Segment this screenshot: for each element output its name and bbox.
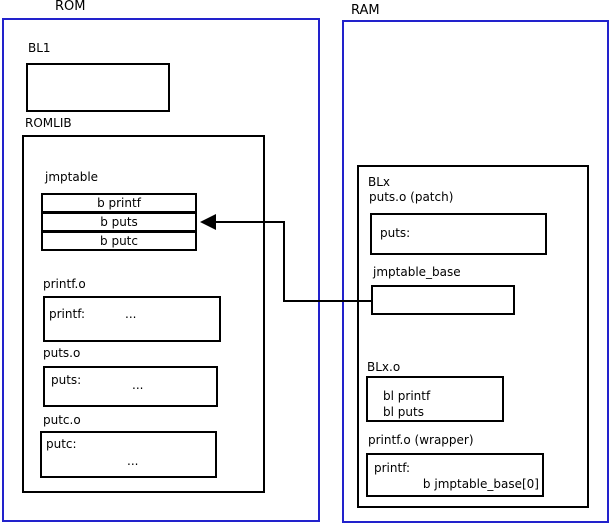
puts-o-ellipsis: ... bbox=[132, 378, 144, 392]
puts-patch-label: puts.o (patch) bbox=[369, 190, 454, 204]
putc-o-symbol: putc: bbox=[46, 437, 77, 451]
printf-o-label: printf.o bbox=[43, 277, 86, 291]
blx-o-label: BLx.o bbox=[367, 360, 401, 374]
jmptable-entry-printf: b printf bbox=[41, 193, 197, 213]
jmptable-label: jmptable bbox=[45, 170, 99, 184]
puts-patch-symbol: puts: bbox=[380, 226, 411, 240]
printf-wrapper-instruction: b jmptable_base[0] bbox=[422, 477, 539, 491]
printf-o-symbol: printf: bbox=[49, 307, 86, 321]
ram-title: RAM bbox=[351, 3, 380, 18]
printf-o-box: printf: ... bbox=[43, 296, 221, 342]
printf-o-ellipsis: ... bbox=[125, 307, 137, 321]
putc-o-label: putc.o bbox=[43, 413, 81, 427]
puts-o-box: puts: ... bbox=[43, 366, 218, 407]
blx-label: BLx bbox=[368, 175, 391, 189]
bl1-box bbox=[26, 63, 170, 112]
bl1-label: BL1 bbox=[28, 41, 51, 55]
printf-wrapper-box: printf: b jmptable_base[0] bbox=[366, 453, 544, 497]
blx-o-instruction-printf: bl printf bbox=[383, 389, 431, 403]
blx-o-instruction-puts: bl puts bbox=[383, 405, 424, 419]
jmptable-base-label: jmptable_base bbox=[373, 265, 461, 279]
jmptable-base-box bbox=[371, 285, 515, 315]
jmptable-entry-putc: b putc bbox=[41, 231, 197, 251]
blx-o-box: bl printf bl puts bbox=[366, 376, 504, 422]
printf-wrapper-label: printf.o (wrapper) bbox=[368, 433, 474, 447]
putc-o-box: putc: ... bbox=[40, 431, 217, 478]
puts-o-symbol: puts: bbox=[51, 373, 82, 387]
romlib-label: ROMLIB bbox=[25, 116, 72, 130]
puts-patch-box: puts: bbox=[370, 213, 547, 255]
printf-wrapper-symbol: printf: bbox=[374, 461, 411, 475]
rom-title: ROM bbox=[55, 0, 86, 14]
jmptable-entry-puts: b puts bbox=[41, 212, 197, 232]
putc-o-ellipsis: ... bbox=[127, 454, 139, 468]
puts-o-label: puts.o bbox=[43, 346, 81, 360]
